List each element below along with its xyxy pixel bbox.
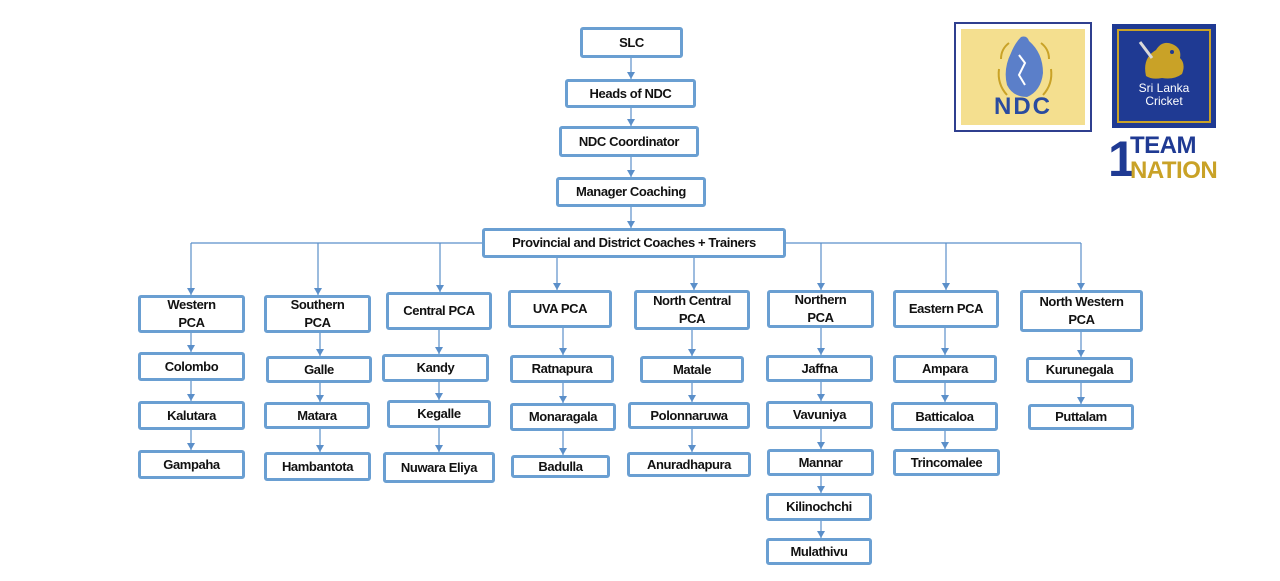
arrowhead [941, 442, 949, 449]
node-slc: SLC [580, 27, 683, 58]
arrowhead [316, 445, 324, 452]
node-central-pca: Central PCA [386, 292, 492, 330]
node-gampaha: Gampaha [138, 450, 245, 479]
node-matale: Matale [640, 356, 744, 383]
arrowhead [817, 442, 825, 449]
arrowhead [316, 395, 324, 402]
slc-logo-text-line2: Cricket [1145, 94, 1183, 108]
node-matara: Matara [264, 402, 370, 429]
node-jaffna: Jaffna [766, 355, 873, 382]
node-kandy: Kandy [382, 354, 489, 382]
slc-logo-text-line1: Sri Lanka [1138, 81, 1190, 95]
node-kegalle: Kegalle [387, 400, 491, 428]
node-kurunegala: Kurunegala [1026, 357, 1133, 383]
node-vavuniya: Vavuniya [766, 401, 873, 429]
node-northern-pca: Northern PCA [767, 290, 874, 328]
arrowhead [817, 348, 825, 355]
node-batticaloa: Batticaloa [891, 402, 998, 431]
node-provincial-coaches: Provincial and District Coaches + Traine… [482, 228, 786, 258]
node-monaragala: Monaragala [510, 403, 616, 431]
node-galle: Galle [266, 356, 372, 383]
node-badulla: Badulla [511, 455, 610, 478]
arrowhead [627, 221, 635, 228]
node-mulathivu: Mulathivu [766, 538, 872, 565]
nation-word: NATION [1130, 157, 1218, 184]
arrowhead [187, 394, 195, 401]
node-nuwara-eliya: Nuwara Eliya [383, 452, 495, 483]
arrowhead [187, 443, 195, 450]
slc-logo-frame [1117, 29, 1211, 123]
node-hambantota: Hambantota [264, 452, 371, 481]
arrowhead [817, 531, 825, 538]
node-ampara: Ampara [893, 355, 997, 383]
arrowhead [316, 349, 324, 356]
arrowhead [1077, 350, 1085, 357]
node-north-western-pca: North Western PCA [1020, 290, 1143, 332]
arrowhead [435, 393, 443, 400]
arrowhead [187, 288, 195, 295]
arrowhead [627, 119, 635, 126]
sri-lanka-island-icon [997, 36, 1053, 97]
node-trincomalee: Trincomalee [893, 449, 1000, 476]
node-heads-of-ndc: Heads of NDC [565, 79, 696, 108]
arrowhead [559, 396, 567, 403]
arrowhead [942, 283, 950, 290]
node-uva-pca: UVA PCA [508, 290, 612, 328]
node-north-central-pca: North Central PCA [634, 290, 750, 330]
node-manager-coaching: Manager Coaching [556, 177, 706, 207]
one-digit: 1 [1108, 131, 1136, 187]
arrowhead [559, 348, 567, 355]
arrowhead [688, 395, 696, 402]
one-team-one-nation-logo: 1 TEAM NATION [1108, 131, 1220, 187]
node-eastern-pca: Eastern PCA [893, 290, 999, 328]
lion-icon [1138, 41, 1184, 79]
arrowhead [690, 283, 698, 290]
node-colombo: Colombo [138, 352, 245, 381]
node-puttalam: Puttalam [1028, 404, 1134, 430]
node-ratnapura: Ratnapura [510, 355, 614, 383]
node-kilinochchi: Kilinochchi [766, 493, 872, 521]
sri-lanka-cricket-logo: Sri Lanka Cricket [1112, 24, 1216, 128]
arrowhead [1077, 397, 1085, 404]
arrowhead [187, 345, 195, 352]
arrowhead [817, 486, 825, 493]
ndc-logo-text: NDC [994, 93, 1052, 120]
arrowhead [688, 445, 696, 452]
node-kalutara: Kalutara [138, 401, 245, 430]
arrowhead [436, 285, 444, 292]
team-word: TEAM [1130, 132, 1197, 159]
arrowhead [559, 448, 567, 455]
arrowhead [817, 394, 825, 401]
ndc-logo: NDC [954, 22, 1092, 132]
slc-logo-text: Sri Lanka Cricket [1112, 82, 1216, 108]
node-polonnaruwa: Polonnaruwa [628, 402, 750, 429]
node-mannar: Mannar [767, 449, 874, 476]
arrowhead [688, 349, 696, 356]
node-southern-pca: Southern PCA [264, 295, 371, 333]
node-ndc-coordinator: NDC Coordinator [559, 126, 699, 157]
arrowhead [941, 395, 949, 402]
ndc-logo-background: NDC [961, 29, 1085, 125]
arrowhead [1077, 283, 1085, 290]
arrowhead [627, 72, 635, 79]
arrowhead [817, 283, 825, 290]
arrowhead [435, 445, 443, 452]
node-anuradhapura: Anuradhapura [627, 452, 751, 477]
arrowhead [314, 288, 322, 295]
arrowhead [553, 283, 561, 290]
arrowhead [941, 348, 949, 355]
node-western-pca: Western PCA [138, 295, 245, 333]
arrowhead [627, 170, 635, 177]
arrowhead [435, 347, 443, 354]
